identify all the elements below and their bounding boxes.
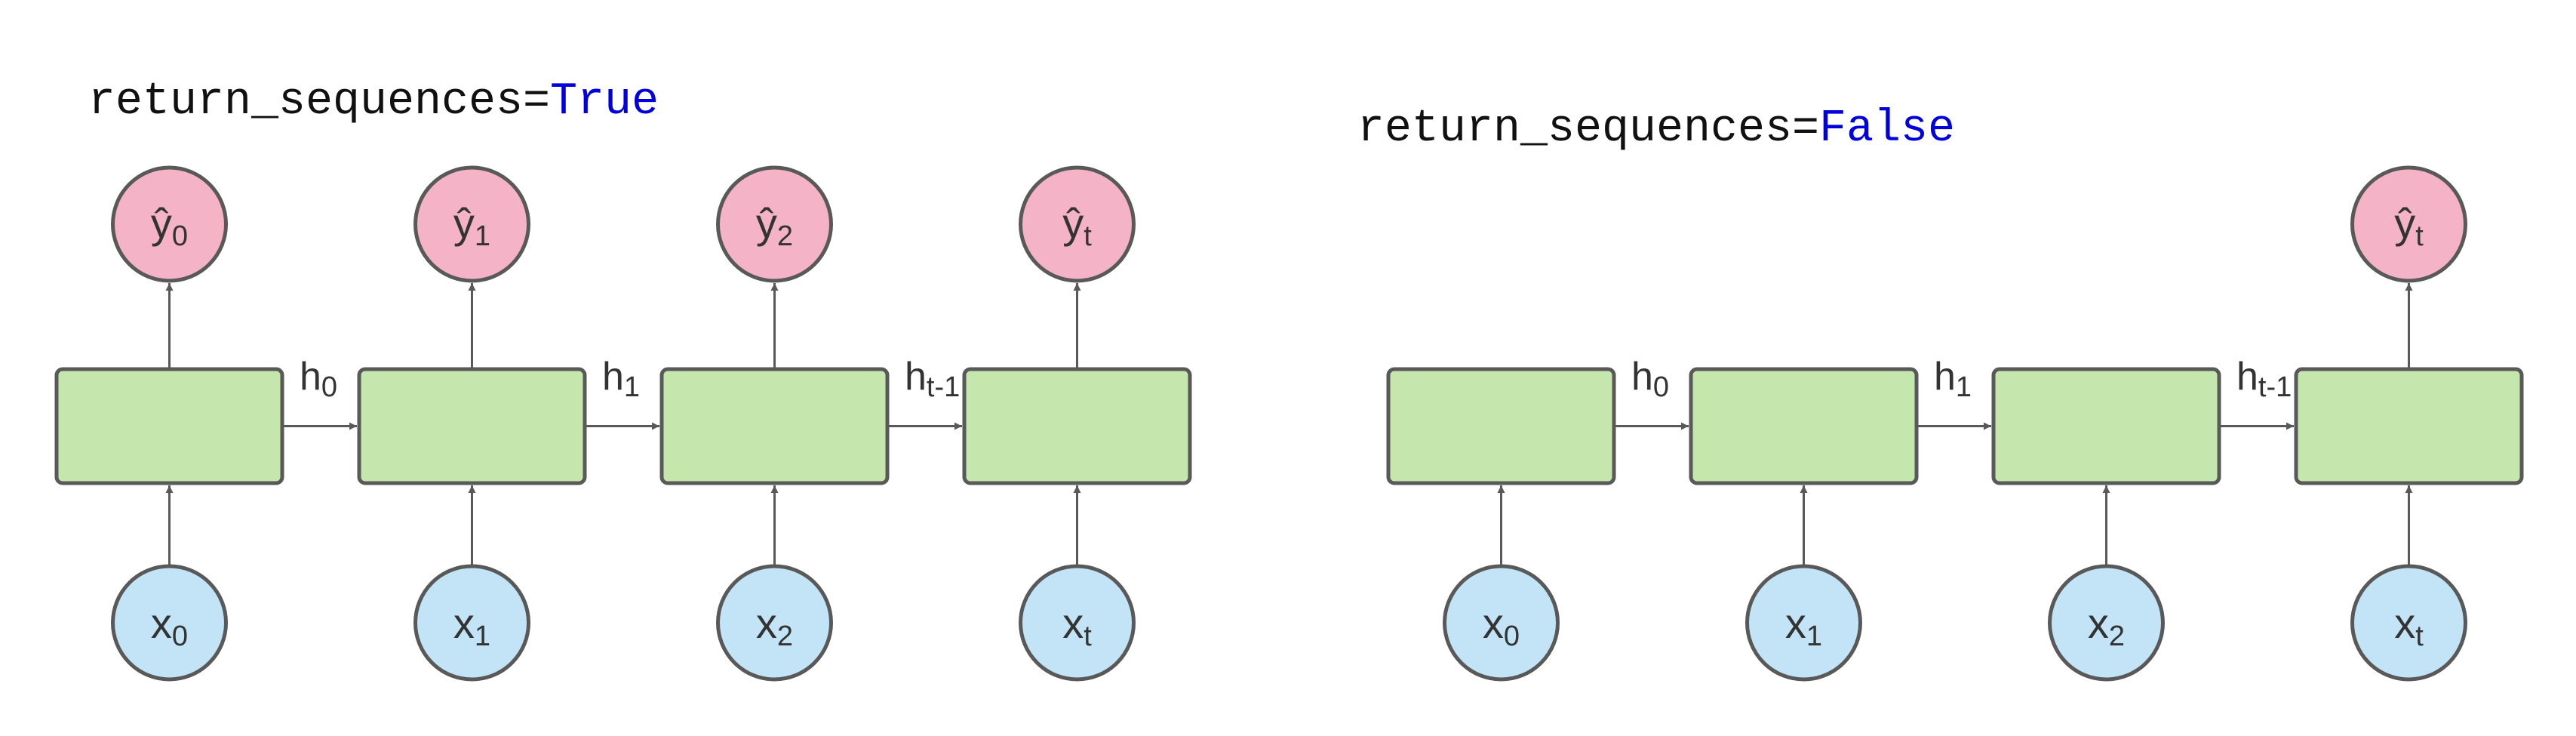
hidden-state-label: ht-1 [2236,355,2292,403]
rnn-cell [357,367,587,485]
output-label: ŷ0 [151,199,188,252]
output-label-subscript: 1 [475,220,490,252]
input-label: x2 [2088,599,2125,652]
input-label: x1 [1785,599,1822,652]
output-label-subscript: t [1084,220,1092,252]
hidden-state-label-subscript: 0 [1653,371,1669,403]
input-label-subscript: 0 [172,621,188,652]
input-node [1745,564,1862,682]
hidden-state-label-subscript: t-1 [927,371,960,403]
hidden-state-label: h1 [602,355,640,403]
input-label-subscript: 1 [475,621,490,652]
input-node [111,564,228,682]
input-node [1443,564,1560,682]
output-node [1019,165,1136,283]
input-label: x0 [151,599,188,652]
output-label: ŷt [2394,199,2424,252]
output-label-subscript: t [2415,220,2424,252]
rnn-cell [54,367,284,485]
rnn-cell [659,367,890,485]
input-label-subscript: t [1084,621,1092,652]
input-label: x2 [756,599,793,652]
input-node [2048,564,2165,682]
hidden-state-label: ht-1 [905,355,960,403]
input-label-base: x [1483,599,1504,647]
input-label-base: x [453,599,475,647]
input-label: x1 [453,599,490,652]
input-node [2350,564,2467,682]
hidden-state-label: h0 [1631,355,1669,403]
hidden-state-label-base: h [1934,355,1956,399]
hidden-state-label-base: h [300,355,321,399]
output-label: ŷ1 [453,199,490,252]
rnn-cell [1689,367,1919,485]
panel-title: return_sequences=True [88,76,659,128]
output-label-subscript: 2 [777,220,793,252]
output-label-base: ŷ [453,199,475,247]
rnn-cell [1991,367,2221,485]
output-label: ŷt [1062,199,1092,252]
input-label-subscript: 2 [2109,621,2125,652]
panel-left: return_sequences=Truex0ŷ0h0x1ŷ1h1x2ŷ2ht-… [54,76,1192,682]
hidden-state-label: h0 [300,355,337,403]
input-label-subscript: t [2415,621,2424,652]
input-label-subscript: 0 [1504,621,1520,652]
hidden-state-label-subscript: t-1 [2258,371,2292,403]
input-label-base: x [1062,599,1084,647]
input-label-base: x [756,599,777,647]
hidden-state-label-subscript: 1 [1956,371,1972,403]
output-label-base: ŷ [1062,199,1084,247]
input-label-subscript: 2 [777,621,793,652]
rnn-cell [962,367,1192,485]
hidden-state-label-base: h [1631,355,1653,399]
hidden-state-label-base: h [2236,355,2258,399]
input-label: xt [2394,599,2424,652]
hidden-state-label-base: h [602,355,624,399]
output-node [716,165,833,283]
output-node [2350,165,2467,283]
title-value: True [550,76,659,128]
input-label-base: x [2394,599,2415,647]
rnn-cell [1386,367,1616,485]
output-label-base: ŷ [2394,199,2415,247]
panel-title: return_sequences=False [1357,103,1955,155]
output-node [111,165,228,283]
hidden-state-label-subscript: 1 [624,371,640,403]
hidden-state-label: h1 [1934,355,1972,403]
output-label-base: ŷ [756,199,777,247]
output-label-base: ŷ [151,199,172,247]
input-label: x0 [1483,599,1520,652]
hidden-state-label-subscript: 0 [321,371,337,403]
input-label-base: x [1785,599,1806,647]
title-parameter: return_sequences= [88,76,550,128]
input-label: xt [1062,599,1092,652]
input-label-subscript: 1 [1806,621,1822,652]
rnn-cell [2294,367,2524,485]
input-node [413,564,530,682]
input-label-base: x [151,599,172,647]
title-value: False [1819,103,1955,155]
output-label: ŷ2 [756,199,793,252]
hidden-state-label-base: h [905,355,927,399]
input-node [716,564,833,682]
title-parameter: return_sequences= [1357,103,1819,155]
input-label-base: x [2088,599,2109,647]
output-label-subscript: 0 [172,220,188,252]
output-node [413,165,530,283]
input-node [1019,564,1136,682]
